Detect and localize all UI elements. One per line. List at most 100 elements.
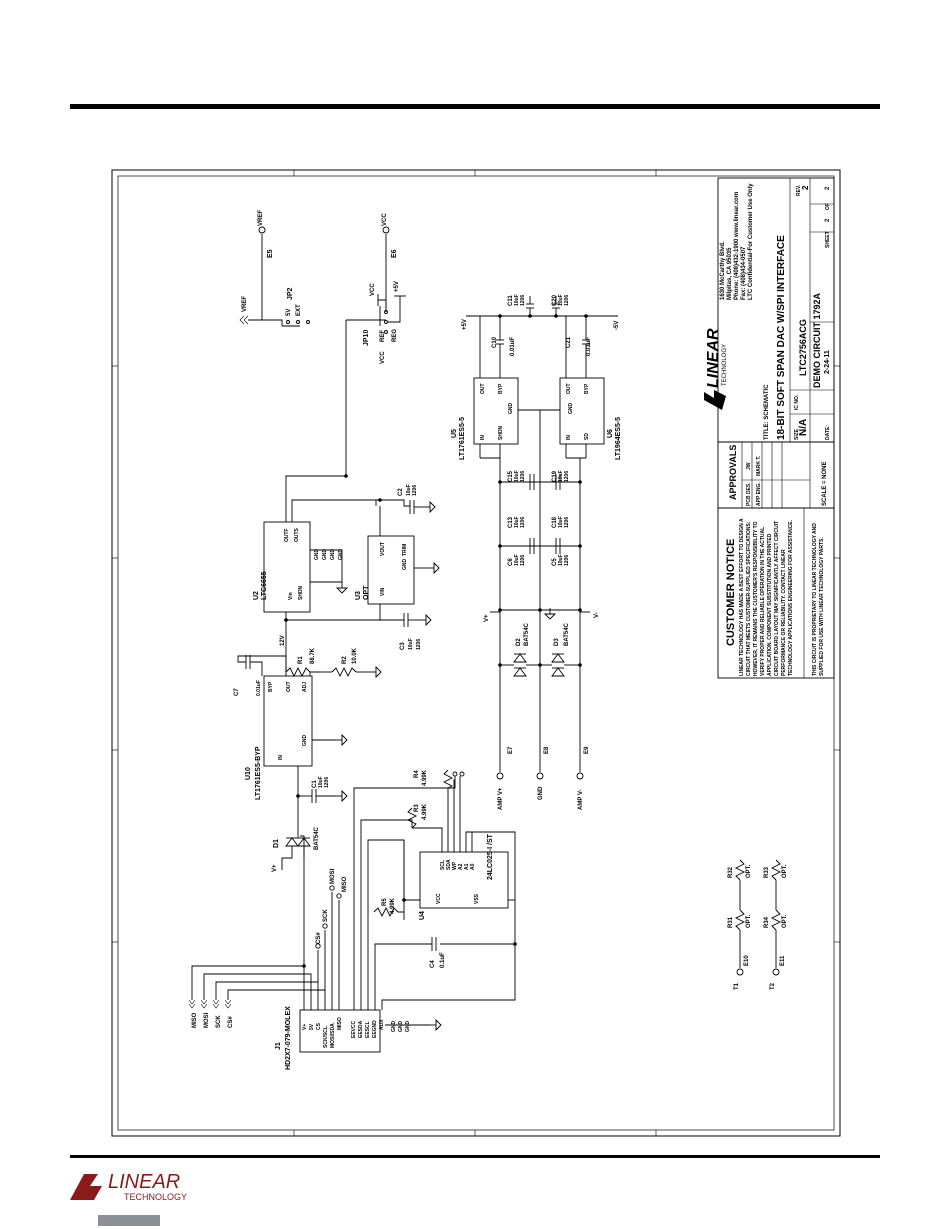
cap-c3: C3 10uF 1206 xyxy=(380,613,432,650)
c2-size: 1206 xyxy=(412,485,418,496)
of-value: 2 xyxy=(825,186,831,190)
u10-pin-adj: ADJ xyxy=(302,682,308,692)
c5-ref: C5 xyxy=(552,558,558,566)
c4-ref: C4 xyxy=(430,960,436,968)
j1-gnd-2: GND xyxy=(398,1021,404,1033)
title-block: 1630 McCarthy Blvd. Milpitas, CA 95035 P… xyxy=(704,177,835,443)
scale-note: SCALE = NONE xyxy=(822,461,828,506)
svg-text:LINEAR: LINEAR xyxy=(705,328,722,388)
u6-pin-sd: SD xyxy=(584,433,590,440)
footer-link-bar[interactable] xyxy=(98,1215,160,1226)
jp10-ref: JP10 xyxy=(363,330,370,346)
r34-ref: R34 xyxy=(764,916,770,928)
c18-ref: C18 xyxy=(552,516,558,528)
j1-gnd-1: GND xyxy=(391,1021,397,1033)
address-line-2: Milpitas, CA 95035 xyxy=(727,247,733,300)
c20-value: 10uF xyxy=(558,294,564,306)
junction-dots xyxy=(284,314,588,968)
r1-value: 88.7K xyxy=(310,647,316,664)
vp-label: V+ xyxy=(484,614,490,622)
c10-ref: C10 xyxy=(492,336,498,348)
u5-pin-shdn: SHDN xyxy=(498,425,504,440)
r4-value: 4.99K xyxy=(422,769,428,786)
u10-pin-in: IN xyxy=(278,755,284,760)
r1-ref: R1 xyxy=(298,656,304,664)
c11-ref: C11 xyxy=(508,295,514,306)
u5-pin-gnd: GND xyxy=(508,403,514,415)
demo-circuit: DEMO CIRCUIT 1792A xyxy=(812,292,822,388)
spi-testpoints: CS# SCK MOSI MISO xyxy=(315,868,348,949)
ic-u3: VIN VOUT TRIM GND U3 OPT xyxy=(286,506,440,621)
e9-label: AMP V- xyxy=(578,789,584,810)
e5-ref: E5 xyxy=(267,249,274,258)
jp10-reg-opt: REG xyxy=(392,329,398,342)
c18-value: 10uF xyxy=(558,516,564,528)
d2-part: BAT54C xyxy=(524,622,530,646)
bottom-rule xyxy=(70,1155,880,1158)
r5-value: 4.99K xyxy=(390,897,396,914)
u4-pin-a0: A0 xyxy=(470,863,476,870)
j1-pin-eevcc: EEVCC xyxy=(351,1020,357,1038)
sheet-frame-outer xyxy=(111,169,841,1137)
jp10-net: VCC xyxy=(380,351,386,364)
u3-pin-gnd: GND xyxy=(402,559,408,571)
c15-value: 10uF xyxy=(514,470,520,482)
c19-value: 10uF xyxy=(558,470,564,482)
c2-value: 10uF xyxy=(406,484,412,496)
u3-ref: U3 xyxy=(355,591,362,600)
u4-pin-vcc: VCC xyxy=(436,893,442,904)
c3-ref: C3 xyxy=(400,642,406,650)
jp2-net: VREF xyxy=(242,296,248,312)
c19-ref: C19 xyxy=(552,470,558,482)
approval-name-1: JW xyxy=(746,462,752,470)
j1-pin-sck: SCK/SCL xyxy=(323,1026,329,1048)
u2-pin-gnd4: GND xyxy=(338,549,344,561)
c3-value: 10uF xyxy=(408,638,414,650)
r3-ref: R3 xyxy=(414,804,420,812)
connector-j1: V+ 5V CS SCK/SCL MOSI/SDA MISO EEVCC EES… xyxy=(275,1006,442,1070)
address-line-4: Fax: (408)434-0507 xyxy=(741,246,747,300)
j1-pin-eescl: EESCL xyxy=(365,1021,371,1038)
c13-value: 10uF xyxy=(514,516,520,528)
ic-u5: IN OUT BYP GND SHDN U5 LT1761ES5-5 xyxy=(451,377,519,460)
rev-label: REV. xyxy=(796,184,802,196)
u4-pin-wp: WP xyxy=(452,861,458,870)
c1-value: 10uF xyxy=(318,776,324,788)
date-value: 2-24-11 xyxy=(824,350,831,374)
jp2-5v: 5V xyxy=(286,309,292,316)
u6-ref: U6 xyxy=(607,429,614,438)
approval-name-2: MARK T. xyxy=(756,455,762,476)
d3-part: BAT54C xyxy=(564,622,570,646)
ic-u10: IN OUT BYP ADJ GND U10 LT1761ES5-BYP xyxy=(245,675,348,800)
u2-pin-gnd3: GND xyxy=(330,549,336,561)
vplus-d1: V+ xyxy=(272,864,278,872)
u2-pin-gnd1: GND xyxy=(314,549,320,561)
e8-ref: E8 xyxy=(544,746,550,754)
u3-part: OPT xyxy=(363,585,370,600)
u2-pin-shdn: SHDN xyxy=(298,585,304,600)
u6-pin-in: IN xyxy=(566,435,572,440)
d1-ref: D1 xyxy=(273,839,280,848)
d1-part: BAT54C xyxy=(314,826,320,850)
footer-logo-mark-icon xyxy=(70,1174,102,1200)
c18-size: 1206 xyxy=(564,517,570,528)
u2-pin-outs: OUTS xyxy=(294,527,300,542)
cap-c7: C7 0.01uF xyxy=(234,655,287,696)
proprietary-line-2: SUPPLIED FOR USE WITH LINEAR TECHNOLOGY … xyxy=(819,537,825,676)
title-logo: LINEAR TECHNOLOGY xyxy=(704,328,728,410)
t2-ref: T2 xyxy=(770,982,776,990)
e7-label: AMP V+ xyxy=(498,787,504,810)
vn5-label: -5V xyxy=(614,321,620,330)
j1-pin-mosi: MOSI/SDA xyxy=(330,1023,336,1048)
ic-u2: Vin SHDN OUTF OUTS GND GND GND GND U2 LT… xyxy=(253,320,348,613)
u3-pin-vin: VIN xyxy=(380,587,386,596)
cap-c1: C1 10uF 1206 xyxy=(298,776,348,803)
u10-ref: U10 xyxy=(245,767,252,780)
u3-pin-trim: TRIM xyxy=(402,544,408,556)
bulk-caps: C15 10uF 1206 C19 10uF 1206 C13 10uF 120… xyxy=(500,470,580,611)
u3-pin-vout: VOUT xyxy=(380,542,386,556)
c5-size: 1206 xyxy=(564,555,570,566)
u4-pin-vss: VSS xyxy=(474,893,480,904)
e6-ref: E6 xyxy=(391,249,398,258)
u4-part: 24LC025-I /ST xyxy=(487,833,494,880)
